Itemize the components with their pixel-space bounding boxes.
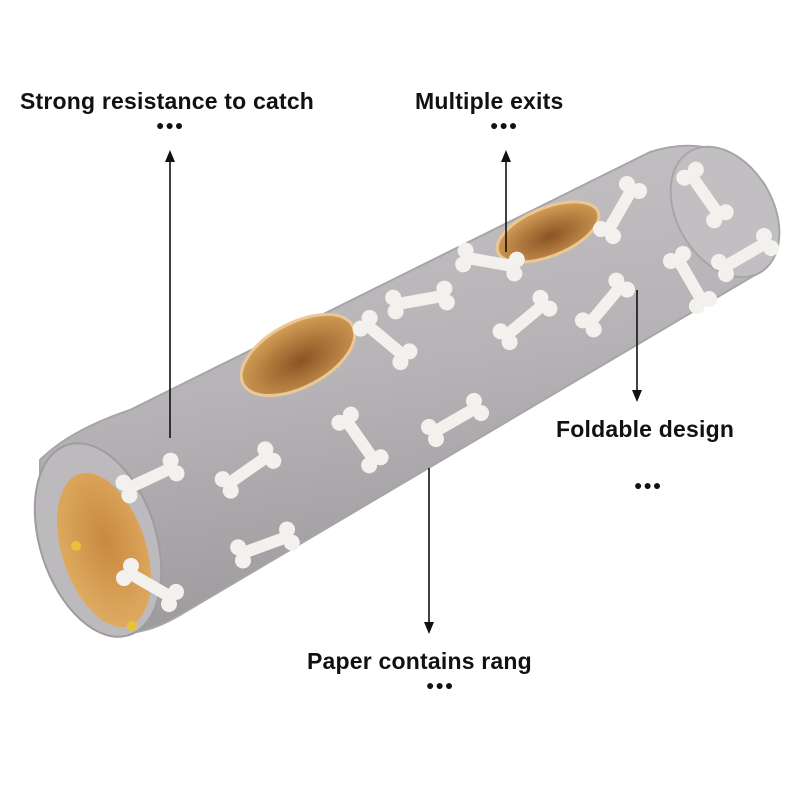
bone-print <box>331 406 389 474</box>
callout-fold-label: Foldable design <box>556 416 735 442</box>
cat-tunnel <box>33 144 781 638</box>
bone-print <box>214 441 282 499</box>
arrow-exits <box>501 150 511 252</box>
callout-fold-dots: ●●● <box>634 477 663 493</box>
tag-marker <box>71 541 81 551</box>
bone-pattern <box>115 161 780 613</box>
bone-print <box>420 392 490 448</box>
arrow-paper <box>424 468 434 634</box>
callout-paper-label: Paper contains rang <box>307 648 532 674</box>
bone-print <box>385 280 455 320</box>
exit-hole-middle <box>239 312 357 398</box>
bone-print <box>115 557 185 613</box>
bone-print <box>352 309 418 371</box>
callout-arrows <box>165 150 642 634</box>
arrow-catch <box>165 150 175 438</box>
tag-marker <box>127 621 137 631</box>
exit-hole-top <box>495 200 601 264</box>
bone-print <box>455 242 525 282</box>
callout-paper-dots: ●●● <box>426 677 455 693</box>
bone-print <box>662 245 718 315</box>
callout-exits-label: Multiple exits <box>415 88 564 114</box>
callout-catch-dots: ●●● <box>156 117 185 133</box>
bone-print <box>574 272 636 338</box>
bone-print <box>710 227 780 283</box>
tunnel-lining <box>57 472 151 628</box>
bone-print <box>230 521 300 569</box>
bone-print <box>676 161 734 229</box>
arrow-fold <box>632 290 642 402</box>
callout-catch-label: Strong resistance to catch <box>20 88 315 114</box>
bone-print <box>115 452 185 504</box>
callout-exits-dots: ●●● <box>490 117 519 133</box>
bone-print <box>592 175 648 245</box>
bone-print <box>492 289 558 351</box>
